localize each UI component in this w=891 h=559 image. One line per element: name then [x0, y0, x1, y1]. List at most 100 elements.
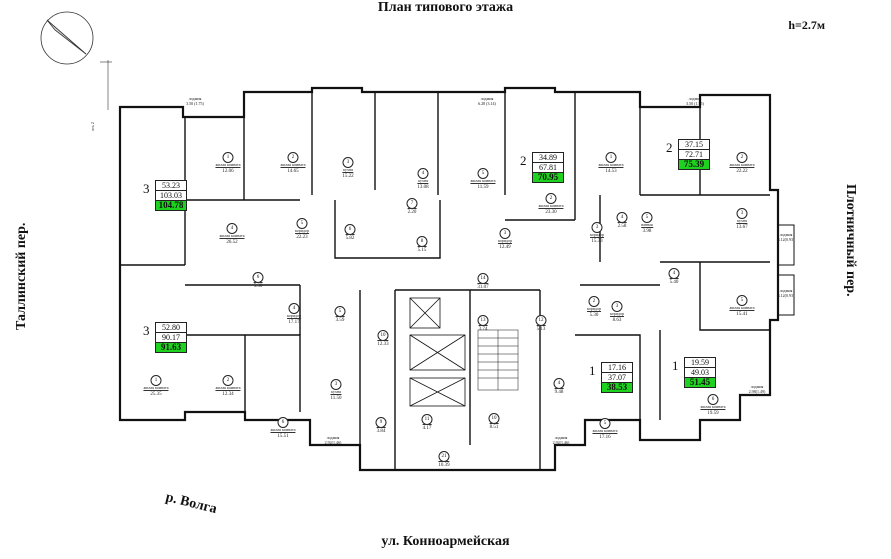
stairs	[477, 329, 519, 391]
room-name: жилая комната	[215, 385, 241, 390]
total-with-balcony: 70.95	[533, 173, 563, 182]
room-label: 5.82	[345, 234, 355, 241]
room-name: жилая комната	[592, 428, 618, 433]
room-area: 5.15	[417, 246, 427, 253]
room-area: 12.06	[215, 167, 241, 174]
room-name: коридор	[590, 232, 604, 237]
room-label: 10.39	[438, 461, 450, 468]
room-area: 17.17	[287, 318, 301, 325]
room-area: 8.63	[610, 316, 624, 323]
room-label: 5.40	[669, 278, 679, 285]
room-area: 26.52	[219, 238, 245, 245]
room-name: жилая комната	[538, 203, 564, 208]
room-name: кухня	[418, 178, 428, 183]
room-number: 3	[736, 208, 748, 219]
street-bottom: ул. Конноармейская	[381, 534, 510, 549]
room-area: 31.07	[477, 283, 489, 290]
room-name: жилая комната	[598, 162, 624, 167]
room-area: 5.82	[345, 234, 355, 241]
room-area: 17.16	[592, 433, 618, 440]
room-name: коридор	[295, 228, 309, 233]
room-area: 3.74	[478, 325, 488, 332]
room-name: жилая комната	[729, 305, 755, 310]
room-area: 22.22	[729, 167, 755, 174]
room-label: 2.58	[617, 222, 627, 229]
room-area: 5.30	[587, 311, 601, 318]
room-area: 9.48	[554, 388, 564, 395]
room-number: 3	[330, 379, 342, 390]
room-label: 8.51	[489, 423, 499, 430]
room-area: 5.40	[669, 278, 679, 285]
ceiling-height: h=2.7м	[788, 18, 825, 32]
room-label: 5.15	[417, 246, 427, 253]
room-name: коридор	[498, 238, 512, 243]
room-area: 15.41	[729, 310, 755, 317]
room-name: жилая комната	[143, 385, 169, 390]
room-name: коридор	[287, 313, 301, 318]
room-name: жилая комната	[219, 233, 245, 238]
room-number: 2	[588, 296, 600, 307]
room-area: 15.33	[590, 237, 604, 244]
room-number: 6	[277, 417, 289, 428]
living-area: 34.89	[533, 153, 563, 163]
room-area: 4.17	[422, 424, 432, 431]
balcony-name: лоджия	[750, 384, 764, 389]
balcony-name: лоджия	[188, 96, 202, 101]
apartment-rooms: 1	[672, 358, 679, 373]
room-name: ванная	[641, 222, 653, 227]
room-name: кухня	[737, 218, 747, 223]
room-number: 3	[611, 301, 623, 312]
room-area: 3.84	[376, 427, 386, 434]
total-with-balcony: 91.63	[156, 343, 186, 352]
room-area: 8.51	[489, 423, 499, 430]
room-number: 2	[287, 152, 299, 163]
total-with-balcony: 38.53	[602, 383, 632, 392]
room-number: 5	[641, 212, 653, 223]
room-number: 5	[736, 295, 748, 306]
total-with-balcony: 104.78	[156, 201, 186, 210]
room-label: 9.48	[554, 388, 564, 395]
room-name: коридор	[587, 306, 601, 311]
balcony-name: лоджия	[779, 288, 793, 293]
living-area: 19.59	[685, 358, 715, 368]
room-number: 5	[477, 168, 489, 179]
room-area: 25.35	[143, 390, 169, 397]
room-area: 14.53	[598, 167, 624, 174]
apartment-areas: 34.89 67.81 70.95	[532, 152, 564, 183]
room-area: 22.23	[295, 233, 309, 240]
room-area: 13.08	[417, 183, 429, 190]
room-label: 2.20	[407, 208, 417, 215]
room-area: 5.13	[536, 325, 546, 332]
room-number: 1	[605, 152, 617, 163]
room-name: жилая комната	[215, 162, 241, 167]
room-area: 5.30	[253, 282, 263, 289]
room-number: 1	[222, 152, 234, 163]
compass-icon	[40, 11, 94, 65]
room-area: 23.30	[538, 208, 564, 215]
room-label: 31.07	[477, 283, 489, 290]
room-number: 4	[417, 168, 429, 179]
room-area: 15.51	[270, 432, 296, 439]
living-area: 37.15	[679, 140, 709, 150]
total-with-balcony: 51.45	[685, 378, 715, 387]
right-loggias	[777, 224, 795, 316]
axis-label: ось 2	[89, 122, 95, 131]
elevator-shafts	[409, 297, 466, 407]
room-area: 2.20	[407, 208, 417, 215]
room-number: 4	[288, 303, 300, 314]
room-area: 10.39	[438, 461, 450, 468]
balcony-name: лоджия	[326, 435, 340, 440]
